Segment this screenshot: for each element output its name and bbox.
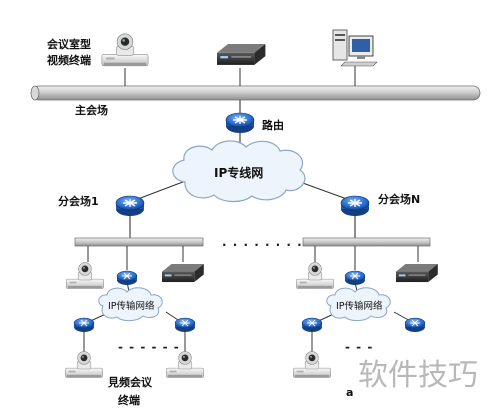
branch-n-ip-transport-label: IP传输网络 (336, 300, 383, 312)
branch-1-terminal (65, 262, 105, 289)
ip-private-network-cloud (172, 140, 306, 203)
branch-ellipsis: · · · · · · · · (222, 238, 303, 252)
video-terminal-label-line1: 見频会议 (107, 375, 153, 389)
branch-n-router-icon (340, 195, 370, 217)
main-venue-bus (30, 85, 481, 101)
ip-private-network-label: IP专线网 (214, 165, 263, 180)
video-terminal-label-line2: 终端 (118, 393, 140, 407)
branch-1-endpoint-ellipsis: - - - - - - (118, 340, 180, 354)
management-pc (332, 29, 378, 86)
conference-room-video-terminal (101, 33, 149, 86)
conf-room-terminal-label-line2: 视频终端 (47, 53, 91, 67)
branch-1-bus (74, 237, 204, 247)
branch-n-ip-transport-cloud (326, 287, 391, 322)
branch-1-endpoint-right (165, 351, 205, 378)
branch-1-endpoint-left (64, 351, 104, 378)
branch-n-endpoint-ellipsis: - - - (345, 340, 373, 354)
conf-room-terminal-label-line1: 会议室型 (47, 37, 91, 51)
branch-1-mcu (162, 264, 204, 283)
branch-n-mcu (396, 264, 438, 283)
branch-1-ip-transport-cloud (98, 287, 163, 322)
branch-n-terminal (295, 262, 335, 289)
core-router-icon (225, 112, 255, 134)
branch-1-ip-transport-label: IP传输网络 (108, 300, 155, 312)
branch-n-right-router-icon (404, 317, 426, 333)
branch-1-router-icon (115, 195, 145, 217)
branch-1-label: 分会场1 (58, 194, 99, 208)
branch-n-label: 分会场N (378, 192, 420, 206)
router-label: 路由 (262, 118, 284, 132)
branch-n-endpoint-left (292, 351, 332, 378)
branch-n-partial-label: a (346, 386, 353, 399)
mcu-device (217, 44, 266, 86)
main-venue-label: 主会场 (75, 103, 108, 117)
watermark-text: 软件技巧 (358, 358, 478, 393)
branch-n-bus (302, 237, 431, 247)
